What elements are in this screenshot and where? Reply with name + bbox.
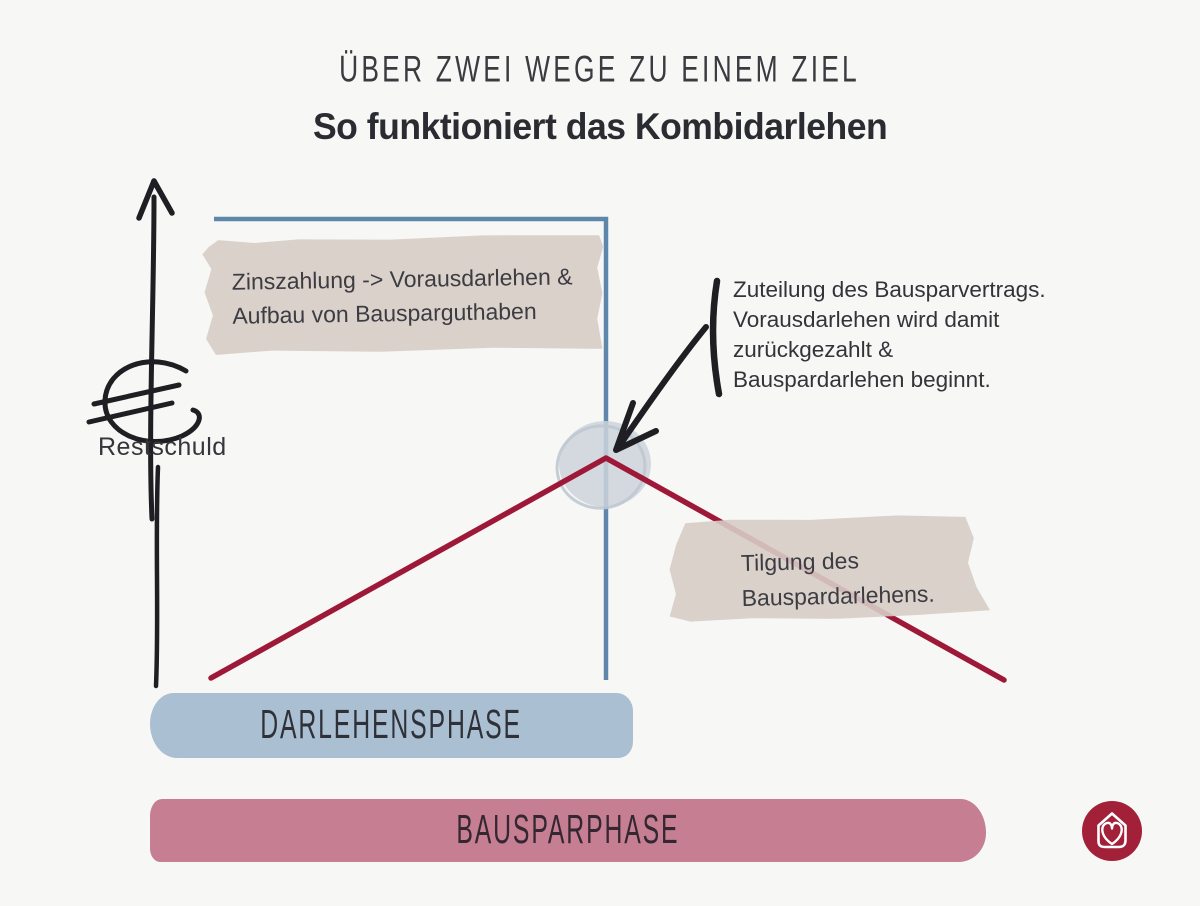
house-heart-icon bbox=[1082, 801, 1142, 861]
euro-symbol-icon bbox=[86, 359, 202, 444]
interest-payment-tape-label: Zinszahlung -> Vorausdarlehen & Aufbau v… bbox=[231, 263, 573, 329]
allocation-note: Zuteilung des Bausparvertrags. Vorausdar… bbox=[733, 277, 1046, 392]
darlehensphase-banner-label: DARLEHENSPHASE bbox=[260, 702, 523, 748]
repayment-tape: Tilgung des Bauspardarlehens. bbox=[666, 513, 990, 622]
eyebrow-title-row: ÜBER ZWEI WEGE ZU EINEM ZIEL bbox=[0, 47, 1200, 90]
restschuld-label: Restschuld bbox=[98, 433, 227, 461]
interest-payment-tape: Zinszahlung -> Vorausdarlehen & Aufbau v… bbox=[202, 233, 605, 355]
darlehensphase-banner: DARLEHENSPHASE bbox=[150, 693, 633, 758]
page-title-row: So funktioniert das Kombidarlehen bbox=[0, 106, 1200, 148]
down-left-arrow-icon bbox=[613, 277, 723, 453]
allocation-highlight-circle bbox=[555, 421, 651, 510]
brand-logo bbox=[1081, 800, 1143, 862]
page-title: So funktioniert das Kombidarlehen bbox=[312, 106, 888, 147]
repayment-tape-label: Tilgung des Bauspardarlehens. bbox=[740, 547, 935, 611]
eyebrow-title: ÜBER ZWEI WEGE ZU EINEM ZIEL bbox=[339, 47, 861, 90]
y-axis-line bbox=[153, 464, 161, 689]
up-arrow-icon bbox=[136, 178, 175, 522]
bausparphase-banner-label: BAUSPARPHASE bbox=[456, 807, 680, 853]
bausparphase-banner: BAUSPARPHASE bbox=[150, 799, 986, 862]
